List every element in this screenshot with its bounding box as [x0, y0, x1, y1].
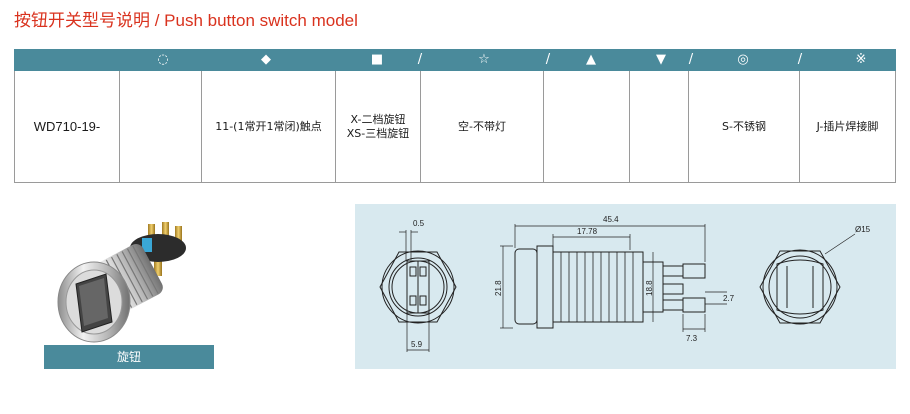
header-symbol-triangle-down: ▼ — [656, 52, 666, 67]
front-view-hex — [379, 251, 457, 323]
product-photo — [46, 210, 210, 350]
cell-material: S-不锈钢 — [689, 71, 800, 182]
cell-line: S-不锈钢 — [722, 119, 766, 133]
cell-line: XS-三档旋钮 — [346, 126, 410, 140]
dim-label: 7.3 — [686, 334, 698, 343]
dim-label: 45.4 — [603, 215, 619, 224]
cell-empty — [544, 71, 630, 182]
header-symbol-star: ☆ — [478, 52, 490, 67]
dim-label: 17.78 — [577, 227, 598, 236]
header-separator: / — [688, 52, 694, 67]
dim-label: 0.5 — [413, 219, 425, 228]
dim-label: 5.9 — [411, 340, 423, 349]
header-separator: / — [417, 52, 423, 67]
title-english: / Push button switch model — [150, 11, 358, 30]
rotary-switch-image — [57, 222, 186, 343]
header-separator: / — [797, 52, 803, 67]
cell-contact: 11-(1常开1常闭)触点 — [202, 71, 336, 182]
header-symbol-double-circle: ◎ — [737, 52, 749, 67]
dim-label: 18.8 — [645, 280, 654, 296]
header-symbol-reference: ※ — [855, 52, 867, 67]
cell-line: 11-(1常开1常闭)触点 — [215, 119, 322, 133]
cell-line: X-二档旋钮 — [350, 112, 406, 126]
product-caption: 旋钮 — [44, 345, 214, 369]
dim-label: Ø15 — [855, 225, 871, 234]
header-separator: / — [545, 52, 551, 67]
cell-empty — [120, 71, 202, 182]
page-title: 按钮开关型号说明 / Push button switch model — [14, 6, 358, 31]
header-symbol-diamond: ◆ — [261, 52, 271, 67]
cell-terminal: J-插片焊接脚 — [800, 71, 895, 182]
table-header: ◌ ◆ ■ / ☆ / ▲ ▼ / ◎ / ※ — [14, 49, 896, 71]
cell-line: 空-不带灯 — [458, 119, 506, 133]
technical-drawing-svg: 0.5 5.9 45.4 17.78 21.8 18.8 7.3 2.7 Ø15 — [379, 215, 871, 352]
dimension-drawing: 0.5 5.9 45.4 17.78 21.8 18.8 7.3 2.7 Ø15 — [355, 204, 896, 369]
header-symbol-square: ■ — [370, 52, 384, 67]
cell-line: J-插片焊接脚 — [816, 119, 879, 133]
dim-label: 21.8 — [494, 280, 503, 296]
cell-model-prefix: WD710-19- — [15, 71, 120, 182]
cell-line: WD710-19- — [33, 118, 101, 134]
dim-label: 2.7 — [723, 294, 735, 303]
model-table: ◌ ◆ ■ / ☆ / ▲ ▼ / ◎ / ※ WD710-19- 11-(1常… — [14, 49, 896, 183]
rear-view-hex — [759, 250, 841, 324]
title-chinese: 按钮开关型号说明 — [14, 11, 150, 31]
cell-lamp: 空-不带灯 — [421, 71, 544, 182]
header-symbol-triangle-up: ▲ — [586, 52, 596, 67]
side-view-nut — [514, 248, 538, 325]
cell-empty — [630, 71, 689, 182]
header-symbol-circle: ◌ — [157, 52, 169, 67]
